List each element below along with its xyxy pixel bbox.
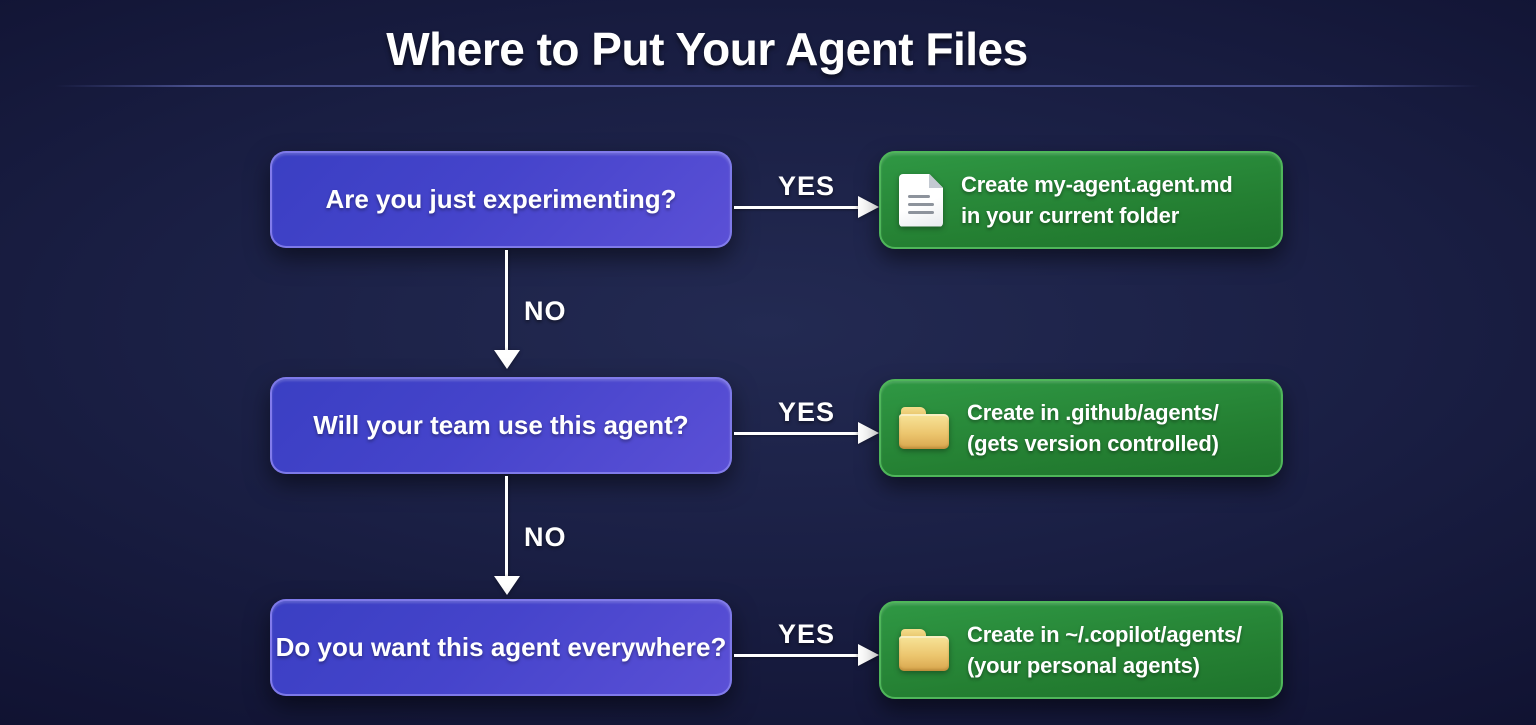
- result-line-1: Create my-agent.agent.md: [961, 171, 1233, 197]
- yes-label: YES: [777, 171, 836, 201]
- question-text: Do you want this agent everywhere?: [275, 632, 727, 662]
- arrow-head-down-icon: [493, 576, 520, 595]
- result-line-2: (gets version controlled): [967, 431, 1219, 456]
- yes-label: YES: [777, 619, 836, 649]
- question-text: Are you just experimenting?: [325, 184, 677, 214]
- yes-arrow-1: YES: [734, 171, 879, 231]
- page-title: Where to Put Your Agent Files: [386, 23, 1028, 75]
- document-icon: [899, 173, 943, 227]
- yes-arrow-3: YES: [734, 619, 879, 679]
- no-label: NO: [524, 522, 567, 552]
- question-text: Will your team use this agent?: [313, 410, 689, 440]
- result-line-2: in your current folder: [961, 203, 1180, 228]
- arrow-line: [734, 654, 858, 657]
- title-divider: [55, 85, 1480, 87]
- result-text: Create in .github/agents/ (gets version …: [967, 397, 1219, 459]
- result-text: Create my-agent.agent.md in your current…: [961, 169, 1233, 231]
- arrow-line: [505, 476, 508, 576]
- arrow-line: [505, 250, 508, 350]
- no-label: NO: [524, 296, 567, 326]
- result-line-1: Create in ~/.copilot/agents/: [967, 621, 1242, 647]
- question-box-team-use: Will your team use this agent?: [270, 377, 732, 474]
- result-line-1: Create in .github/agents/: [967, 399, 1219, 425]
- result-box-copilot-agents: Create in ~/.copilot/agents/ (your perso…: [879, 601, 1283, 699]
- result-box-current-folder: Create my-agent.agent.md in your current…: [879, 151, 1283, 249]
- arrow-head-right-icon: [858, 644, 879, 666]
- yes-label: YES: [777, 397, 836, 427]
- folder-icon: [899, 407, 949, 449]
- result-box-github-agents: Create in .github/agents/ (gets version …: [879, 379, 1283, 477]
- question-box-agent-everywhere: Do you want this agent everywhere?: [270, 599, 732, 696]
- arrow-line: [734, 206, 858, 209]
- folder-icon: [899, 629, 949, 671]
- result-line-2: (your personal agents): [967, 653, 1200, 678]
- arrow-head-right-icon: [858, 422, 879, 444]
- yes-arrow-2: YES: [734, 397, 879, 457]
- arrow-line: [734, 432, 858, 435]
- folder-body: [899, 636, 949, 671]
- result-text: Create in ~/.copilot/agents/ (your perso…: [967, 619, 1242, 681]
- no-arrow-1: NO: [493, 250, 605, 370]
- arrow-head-right-icon: [858, 196, 879, 218]
- arrow-head-down-icon: [493, 350, 520, 369]
- folder-body: [899, 414, 949, 449]
- question-box-experimenting: Are you just experimenting?: [270, 151, 732, 248]
- no-arrow-2: NO: [493, 476, 605, 596]
